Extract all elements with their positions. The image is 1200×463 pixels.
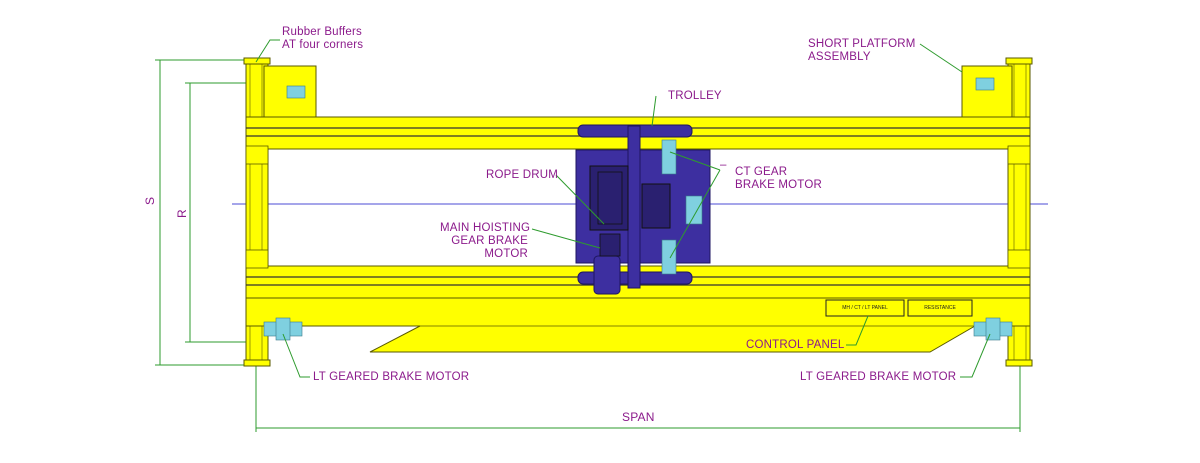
label-s: S bbox=[143, 196, 157, 205]
label-rubber-buffers: Rubber Buffers AT four corners bbox=[282, 26, 364, 51]
platform-plate-right bbox=[975, 77, 995, 91]
label-short-platform: SHORT PLATFORM ASSEMBLY bbox=[808, 38, 916, 63]
lt-motor-left bbox=[263, 317, 303, 341]
panel-box-right bbox=[907, 299, 973, 317]
leader-lines bbox=[255, 39, 991, 378]
label-trolley: TROLLEY bbox=[668, 90, 722, 102]
label-main-hoisting: MAIN HOISTING GEAR BRAKE MOTOR bbox=[440, 222, 531, 260]
main-hoisting-motor bbox=[593, 255, 621, 295]
label-lt-motor-left: LT GEARED BRAKE MOTOR bbox=[313, 371, 470, 383]
dimension-r bbox=[185, 82, 255, 343]
ct-motor-bottom bbox=[661, 239, 677, 275]
panel-box-left bbox=[825, 299, 905, 317]
control-panel bbox=[825, 299, 973, 317]
platform-plate-left bbox=[286, 85, 306, 99]
ct-motor-hatched bbox=[685, 195, 703, 225]
bottom-girder bbox=[245, 265, 1031, 353]
label-r: R bbox=[175, 209, 189, 218]
dimension-s bbox=[155, 59, 255, 366]
panel-box-left-text: MH / CT / LT PANEL bbox=[842, 305, 888, 311]
ct-motor-top bbox=[661, 139, 677, 175]
label-ct-dash: – bbox=[720, 159, 727, 171]
panel-box-right-text: RESISTANCE bbox=[924, 305, 956, 311]
label-lt-motor-right: LT GEARED BRAKE MOTOR bbox=[800, 371, 957, 383]
label-control-panel: CONTROL PANEL bbox=[746, 339, 845, 351]
label-span: SPAN bbox=[622, 410, 655, 424]
label-rope-drum: ROPE DRUM bbox=[486, 169, 559, 181]
label-ct-gear: CT GEAR BRAKE MOTOR bbox=[735, 166, 822, 191]
dimension-span bbox=[255, 365, 1021, 432]
trolley bbox=[575, 124, 711, 295]
